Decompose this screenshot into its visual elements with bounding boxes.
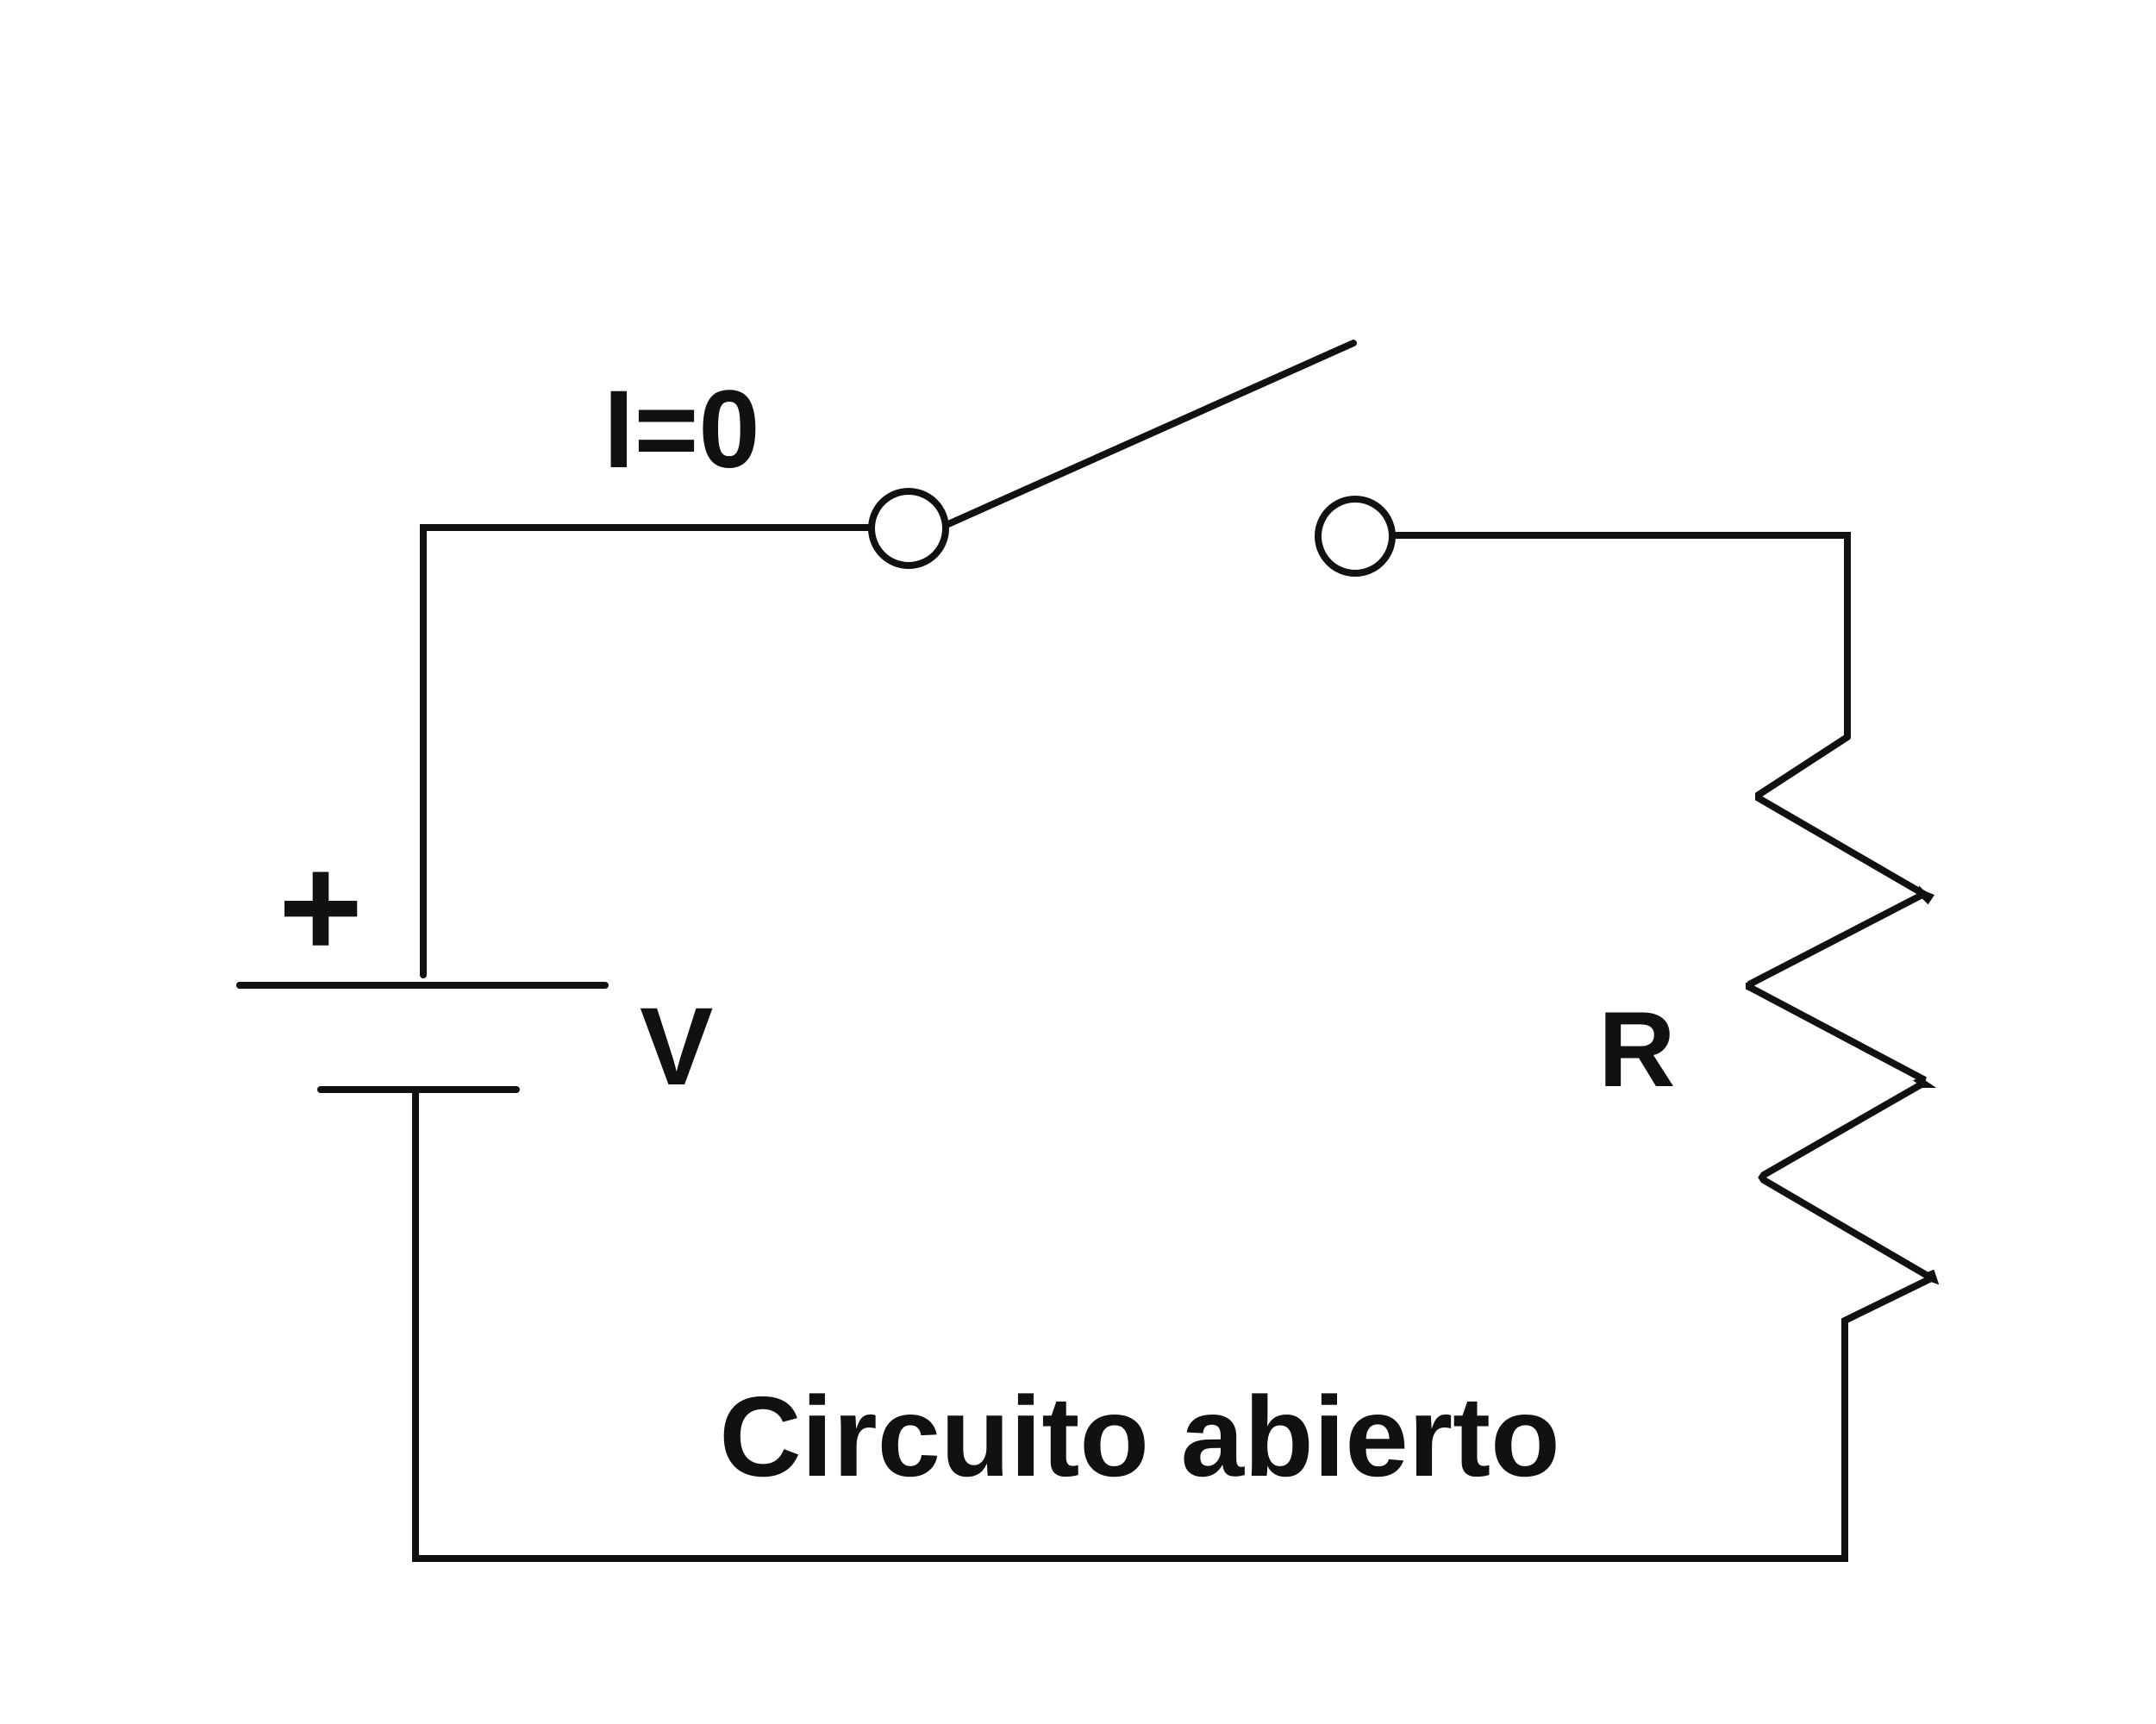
wire-bottom (412, 1086, 1928, 1562)
wire-right-top (1390, 532, 1851, 740)
switch-terminal-left (868, 488, 949, 569)
switch-lever (945, 340, 1357, 528)
wire-left-top (420, 524, 872, 978)
switch-terminal-right (1315, 496, 1396, 577)
voltage-label: V (640, 985, 713, 1109)
resistor-label: R (1598, 990, 1676, 1109)
current-label: I=0 (603, 368, 760, 491)
circuit-caption: Circuito abierto (719, 1373, 1559, 1500)
resistor-zigzag (1746, 734, 1940, 1285)
plus-label: + (278, 826, 363, 988)
